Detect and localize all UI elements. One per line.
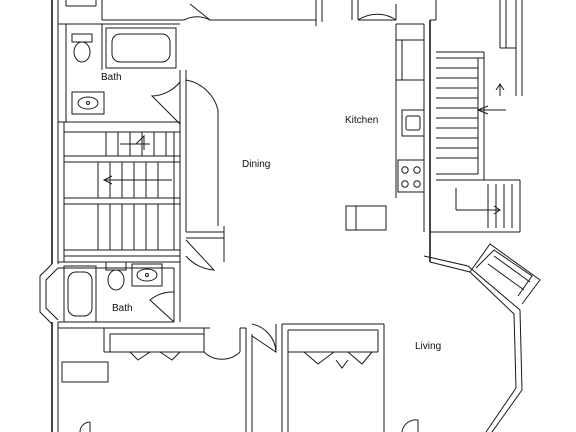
bathtub-lower	[64, 266, 96, 322]
room-label-living: Living	[415, 341, 442, 352]
dining-walls	[180, 4, 396, 270]
lower-rooms	[62, 324, 418, 432]
refrigerator	[396, 40, 424, 80]
bathtub-upper	[106, 28, 176, 68]
living-bay	[424, 244, 540, 432]
lower-bath	[40, 262, 210, 328]
bathtub-upper-basin	[112, 34, 170, 62]
upper-bath	[58, 24, 186, 124]
left-stairs	[58, 122, 180, 262]
vanity-lower	[132, 264, 162, 286]
right-stairs	[430, 52, 520, 232]
kitchen-sink	[402, 110, 424, 136]
kitchen-fixtures	[346, 24, 424, 230]
toilet-tank-upper	[72, 34, 92, 42]
toilet-bowl-lower	[108, 270, 124, 290]
room-label-kitchen: Kitchen	[345, 115, 379, 126]
vanity-upper	[72, 92, 104, 114]
range	[398, 160, 424, 192]
room-label-bath-lower: Bath	[112, 303, 133, 314]
toilet-bowl-upper	[74, 42, 90, 62]
window-seat	[62, 362, 108, 382]
kitchen-island	[346, 206, 386, 230]
room-label-dining: Dining	[242, 159, 271, 170]
room-label-bath-upper: Bath	[101, 72, 122, 83]
